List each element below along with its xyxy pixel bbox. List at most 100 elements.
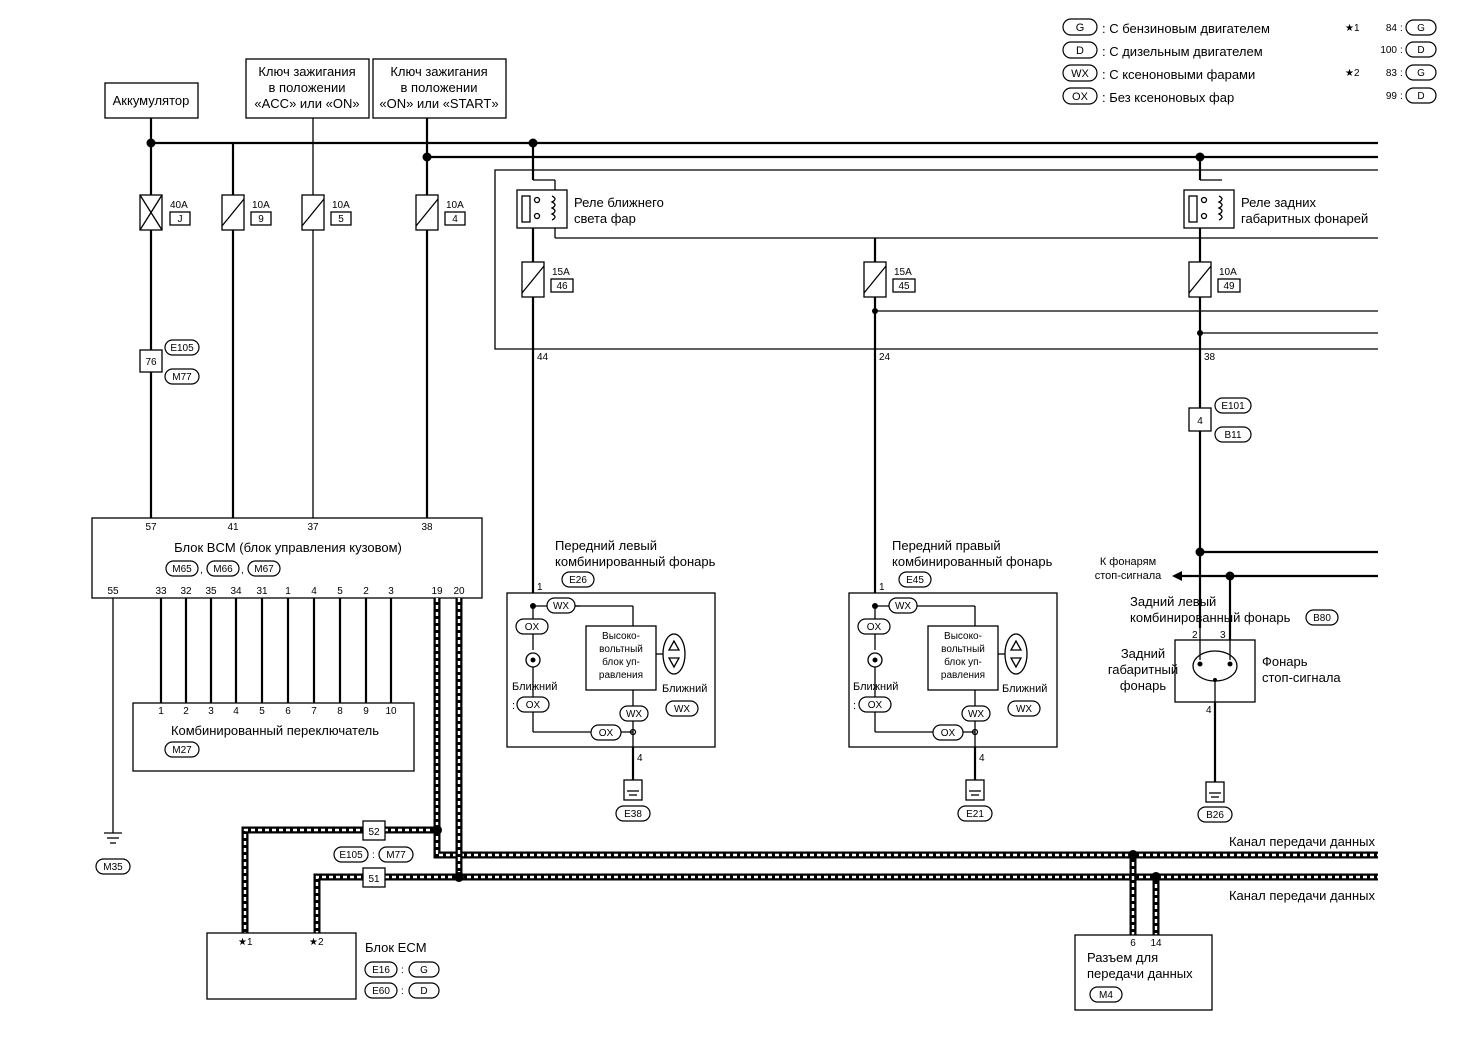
svg-text:блок уп-: блок уп- xyxy=(602,656,640,668)
svg-text:1: 1 xyxy=(158,706,164,717)
svg-text:Блок ECM: Блок ECM xyxy=(365,940,427,955)
svg-text:комбинированный фонарь: комбинированный фонарь xyxy=(892,554,1053,569)
svg-text:1: 1 xyxy=(285,586,291,597)
svg-text:34: 34 xyxy=(230,586,242,597)
legend-item-wx: WX : С ксеноновыми фарами xyxy=(1062,64,1255,82)
relay-low-beam: Реле ближнего света фар xyxy=(516,143,1378,262)
svg-text:G: G xyxy=(420,965,428,976)
ecm-block: ★1 ★2 Блок ECM E16 : G E60 : D xyxy=(206,932,440,1000)
svg-text:2: 2 xyxy=(1192,630,1198,641)
svg-text:4: 4 xyxy=(311,586,317,597)
svg-text:J: J xyxy=(178,214,183,225)
svg-text:55: 55 xyxy=(107,586,119,597)
fuse-10a-5: 10A 5 xyxy=(301,194,352,231)
svg-text:Реле задних: Реле задних xyxy=(1241,195,1317,210)
ignition-acc-box: Ключ зажигания в положении «ACC» или «ON… xyxy=(245,58,370,119)
svg-text:44: 44 xyxy=(537,352,549,363)
svg-text:★2: ★2 xyxy=(1345,68,1360,79)
svg-text::: : xyxy=(1400,23,1403,34)
svg-text:51: 51 xyxy=(368,874,380,885)
svg-text:14: 14 xyxy=(1150,938,1162,949)
svg-text:: С ксеноновыми фарами: : С ксеноновыми фарами xyxy=(1102,67,1255,82)
svg-text:комбинированный фонарь: комбинированный фонарь xyxy=(555,554,716,569)
svg-text:10A: 10A xyxy=(252,200,270,211)
svg-text:4: 4 xyxy=(979,753,985,764)
svg-text:G: G xyxy=(1076,22,1085,34)
svg-text:G: G xyxy=(1417,68,1425,79)
svg-text:габаритный: габаритный xyxy=(1108,662,1178,677)
svg-text:E105: E105 xyxy=(339,850,363,861)
svg-text:5: 5 xyxy=(338,214,344,225)
connector-4-e101: 4 E101 B11 xyxy=(1188,397,1252,443)
svg-text:WX: WX xyxy=(895,601,911,612)
svg-text:9: 9 xyxy=(258,214,264,225)
svg-text:комбинированный фонарь: комбинированный фонарь xyxy=(1130,610,1291,625)
svg-text:M66: M66 xyxy=(213,564,233,575)
svg-text:Высоко-: Высоко- xyxy=(944,631,982,642)
legend-item-ox: OX : Без ксеноновых фар xyxy=(1062,87,1234,105)
legend-notes: ★1 84 : G 100 : D ★2 83 : G 99 : D xyxy=(1345,19,1437,104)
front-left-lamp: Передний левый комбинированный фонарь E2… xyxy=(506,538,716,822)
svg-text:84: 84 xyxy=(1386,23,1398,34)
svg-text:35: 35 xyxy=(205,586,217,597)
svg-text:Ключ зажигания: Ключ зажигания xyxy=(258,64,355,79)
fuse-10a-49: 10A 49 xyxy=(1188,261,1241,298)
svg-text:равления: равления xyxy=(941,670,985,681)
svg-text:37: 37 xyxy=(307,522,319,533)
svg-text:К фонарям: К фонарям xyxy=(1100,556,1156,568)
svg-text:,: , xyxy=(241,565,244,576)
svg-text:3: 3 xyxy=(1220,630,1226,641)
svg-text:7: 7 xyxy=(311,706,317,717)
svg-text:Канал передачи данных: Канал передачи данных xyxy=(1229,888,1376,903)
svg-text:6: 6 xyxy=(285,706,291,717)
svg-text::: : xyxy=(372,850,375,861)
svg-text:3: 3 xyxy=(388,586,394,597)
svg-text::: : xyxy=(512,700,515,712)
svg-text:Ближний: Ближний xyxy=(853,681,898,693)
svg-text:10A: 10A xyxy=(446,200,464,211)
svg-text:Канал передачи данных: Канал передачи данных xyxy=(1229,834,1376,849)
branch-lines xyxy=(872,308,1378,336)
svg-text:★1: ★1 xyxy=(1345,23,1360,34)
svg-text:«ACC» или «ON»: «ACC» или «ON» xyxy=(254,96,359,111)
svg-text:Ближний: Ближний xyxy=(512,681,557,693)
svg-text:: Без ксеноновых фар: : Без ксеноновых фар xyxy=(1102,90,1234,105)
svg-text:OX: OX xyxy=(1072,91,1089,103)
power-buses xyxy=(146,118,1378,195)
svg-text:D: D xyxy=(420,986,427,997)
svg-text:в положении: в положении xyxy=(269,80,346,95)
svg-text:15A: 15A xyxy=(894,267,912,278)
fuse-15a-45: 15A 45 xyxy=(863,238,916,298)
svg-text:B80: B80 xyxy=(1313,613,1331,624)
svg-text:76: 76 xyxy=(145,357,157,368)
svg-text:57: 57 xyxy=(145,522,157,533)
svg-text:G: G xyxy=(1417,23,1425,34)
svg-text:Передний правый: Передний правый xyxy=(892,538,1001,553)
svg-text:WX: WX xyxy=(553,601,569,612)
svg-text:15A: 15A xyxy=(552,267,570,278)
svg-text:1: 1 xyxy=(879,582,885,593)
svg-text::: : xyxy=(1400,45,1403,56)
svg-text:Ближний: Ближний xyxy=(662,683,707,695)
svg-text:WX: WX xyxy=(1071,68,1089,80)
svg-text:1: 1 xyxy=(537,582,543,593)
svg-text:E21: E21 xyxy=(966,809,984,820)
relay-tail: Реле задних габаритных фонарей xyxy=(1183,157,1368,262)
svg-text:2: 2 xyxy=(363,586,369,597)
ground-m35: M35 xyxy=(95,832,131,875)
svg-text:WX: WX xyxy=(1016,704,1032,715)
svg-text:M35: M35 xyxy=(103,862,123,873)
svg-text:5: 5 xyxy=(259,706,265,717)
svg-text:OX: OX xyxy=(867,622,882,633)
svg-text:6: 6 xyxy=(1130,938,1136,949)
svg-text:M27: M27 xyxy=(172,745,192,756)
legend-item-g: G : С бензиновым двигателем xyxy=(1062,18,1270,36)
svg-text:52: 52 xyxy=(368,827,380,838)
svg-text:OX: OX xyxy=(868,700,883,711)
svg-text:5: 5 xyxy=(337,586,343,597)
svg-text:: С дизельным двигателем: : С дизельным двигателем xyxy=(1102,44,1263,59)
svg-text:33: 33 xyxy=(155,586,167,597)
rear-left-lamp: К фонарям стоп-сигнала Задний левый комб… xyxy=(1095,547,1378,823)
svg-text:45: 45 xyxy=(898,281,910,292)
